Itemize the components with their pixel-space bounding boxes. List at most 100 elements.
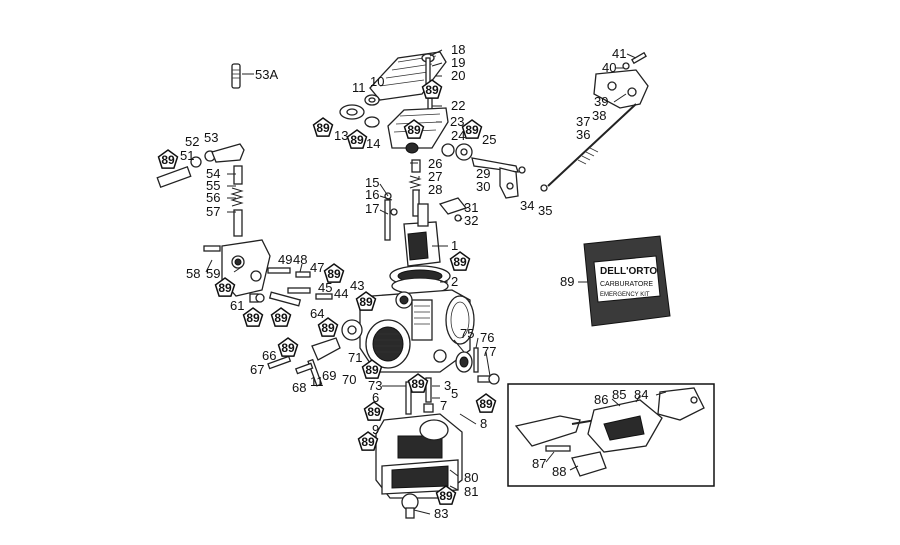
kit-marker-label: 89 xyxy=(350,133,364,147)
kit-marker-label: 89 xyxy=(439,489,453,503)
callout-67: 67 xyxy=(250,362,264,377)
callout-20: 20 xyxy=(451,68,465,83)
callout-83: 83 xyxy=(434,506,448,521)
callout-57: 57 xyxy=(206,204,220,219)
kit-marker-label: 89 xyxy=(327,267,341,281)
callout-28: 28 xyxy=(428,182,442,197)
kit-marker-label: 89 xyxy=(316,121,330,135)
callout-29: 29 xyxy=(476,166,490,181)
kit-marker-label: 89 xyxy=(321,321,335,335)
callout-54: 54 xyxy=(206,166,220,181)
kit-bag: DELL'ORTO CARBURATORE EMERGENCY KIT xyxy=(583,235,671,327)
callout-5: 5 xyxy=(451,386,458,401)
callout-38: 38 xyxy=(592,108,606,123)
leader-lines xyxy=(205,49,667,515)
callout-71: 71 xyxy=(348,350,362,365)
callout-51: 51 xyxy=(180,148,194,163)
callout-43: 43 xyxy=(350,278,364,293)
kit-marker-pentagon xyxy=(317,317,339,337)
kit-marker-pentagon xyxy=(449,251,471,271)
callout-37: 37 xyxy=(576,114,590,129)
kit-marker-pentagon xyxy=(157,149,179,169)
callout-14: 14 xyxy=(366,136,380,151)
kit-marker-label: 89 xyxy=(425,83,439,97)
kit-marker-pentagon xyxy=(312,117,334,137)
kit-marker-label: 89 xyxy=(411,377,425,391)
kit-marker-pentagon xyxy=(242,307,264,327)
callout-31: 31 xyxy=(464,200,478,215)
kit-marker-label: 89 xyxy=(246,311,260,325)
part-body-top xyxy=(389,265,451,295)
callout-34: 34 xyxy=(520,198,534,213)
kit-bag-line1: CARBURATORE xyxy=(600,281,653,288)
callout-25: 25 xyxy=(482,132,496,147)
part-cable-bracket xyxy=(540,51,649,192)
callout-27: 27 xyxy=(428,169,442,184)
callout-89-kit: 89 xyxy=(560,274,574,289)
callout-10: 10 xyxy=(370,74,384,89)
part-inset-assembly xyxy=(514,387,705,477)
callout-1: 1 xyxy=(451,238,458,253)
callout-23: 23 xyxy=(450,114,464,129)
callout-69: 69 xyxy=(322,368,336,383)
callout-19: 19 xyxy=(451,55,465,70)
callout-22: 22 xyxy=(451,98,465,113)
callout-8: 8 xyxy=(480,416,487,431)
kit-marker-pentagon xyxy=(403,119,425,139)
kit-marker-pentagon xyxy=(270,307,292,327)
callout-56: 56 xyxy=(206,190,220,205)
callout-85: 85 xyxy=(612,387,626,402)
callout-41: 41 xyxy=(612,46,626,61)
inset-detail-box xyxy=(507,383,715,487)
callout-75: 75 xyxy=(460,326,474,341)
kit-marker-pentagon xyxy=(435,485,457,505)
callout-6: 6 xyxy=(372,390,379,405)
part-jet-53a xyxy=(231,63,241,89)
kit-marker-pentagon xyxy=(475,393,497,413)
part-adjuster-screw xyxy=(267,291,314,375)
kit-marker-pentagon xyxy=(323,263,345,283)
kit-marker-pentagon xyxy=(363,401,385,421)
part-choke-lever xyxy=(471,157,526,199)
kit-marker-pentagon xyxy=(355,291,377,311)
callout-47: 47 xyxy=(310,260,324,275)
part-fuel-fitting xyxy=(156,143,245,237)
callout-61: 61 xyxy=(230,298,244,313)
kit-marker-label: 89 xyxy=(365,363,379,377)
part-screw-77 xyxy=(477,373,500,385)
carburetor-line-art: DELL'ORTO CARBURATORE EMERGENCY KIT xyxy=(156,51,715,519)
part-float-bowl xyxy=(375,413,463,519)
callout-53: 53 xyxy=(204,130,218,145)
part-small-screws xyxy=(249,267,333,303)
callout-84: 84 xyxy=(634,387,648,402)
part-top-cover xyxy=(364,51,447,115)
callout-40: 40 xyxy=(602,60,616,75)
callout-30: 30 xyxy=(476,179,490,194)
callout-17: 17 xyxy=(365,201,379,216)
kit-marker-pentagon xyxy=(461,119,483,139)
callout-13: 13 xyxy=(334,128,348,143)
kit-marker-label: 89 xyxy=(161,153,175,167)
callout-44: 44 xyxy=(334,286,348,301)
callout-58: 58 xyxy=(186,266,200,281)
callout-24: 24 xyxy=(451,128,465,143)
callout-48: 48 xyxy=(293,252,307,267)
kit-marker-label: 89 xyxy=(479,397,493,411)
kit-marker-label: 89 xyxy=(361,435,375,449)
callout-68: 68 xyxy=(292,380,306,395)
callout-64: 64 xyxy=(310,306,324,321)
kit-marker-label: 89 xyxy=(453,255,467,269)
kit-marker-label: 89 xyxy=(218,281,232,295)
kit-bag-brand: DELL'ORTO xyxy=(600,266,657,277)
part-throttle-slide xyxy=(403,203,441,267)
callout-32: 32 xyxy=(464,213,478,228)
callout-3: 3 xyxy=(444,378,451,393)
callout-88: 88 xyxy=(552,464,566,479)
callout-45: 45 xyxy=(318,280,332,295)
kit-marker-pentagon xyxy=(361,359,383,379)
kit-bag-line2: EMERGENCY KIT xyxy=(600,292,650,298)
kit-marker-pentagon xyxy=(357,431,379,451)
part-clip xyxy=(438,197,468,222)
kit-marker-label: 89 xyxy=(359,295,373,309)
